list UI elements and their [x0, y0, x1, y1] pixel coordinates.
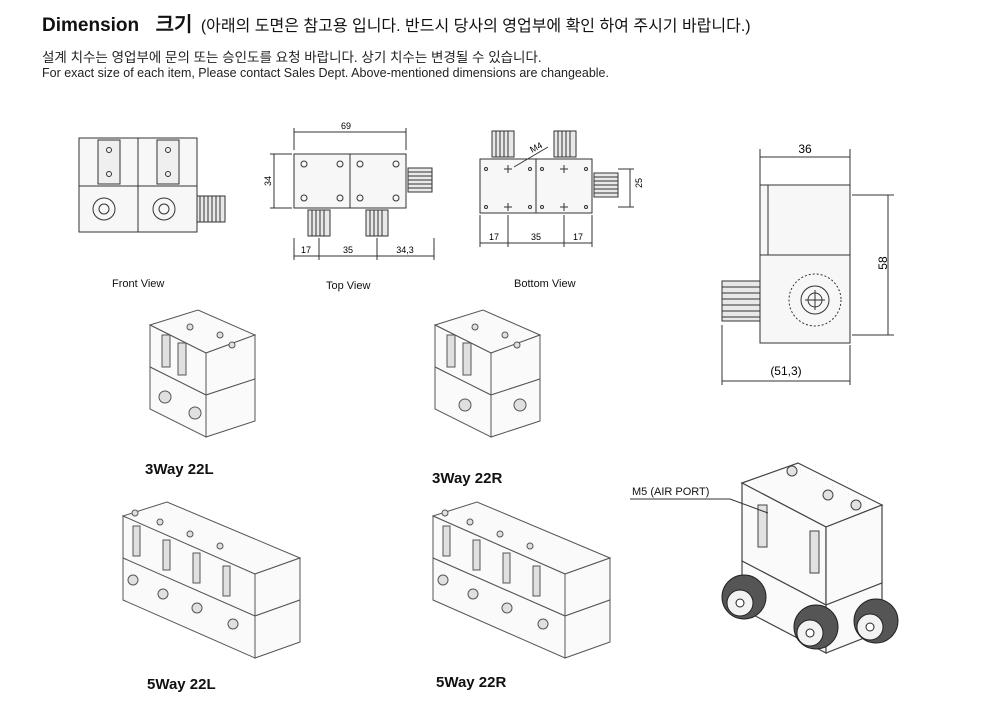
side-view-drawing: 36 58 (51,3) [721, 142, 894, 385]
top-seg3-dim: 34,3 [396, 245, 414, 255]
bottom-seg2-dim: 35 [531, 232, 541, 242]
front-view-label: Front View [112, 278, 165, 290]
model-5way-22l-drawing [121, 501, 302, 659]
isometric-air-port-drawing [630, 462, 899, 654]
bottom-seg1-dim: 17 [489, 232, 499, 242]
bottom-view-drawing: M4 25 17 35 17 [479, 130, 644, 247]
model-3way-22r-drawing [433, 309, 542, 438]
model-3way-22l-drawing [148, 309, 257, 438]
bottom-thread-dim: M4 [528, 140, 544, 155]
top-seg1-dim: 17 [301, 245, 311, 255]
subtitle-english: For exact size of each item, Please cont… [42, 66, 609, 80]
bottom-seg3-dim: 17 [573, 232, 583, 242]
model-5way-22r-label: 5Way 22R [436, 674, 507, 691]
top-height-dim: 34 [263, 176, 273, 186]
side-height-dim: 58 [876, 256, 890, 270]
title-korean: 크기 [155, 14, 193, 36]
title-note: (아래의 도면은 참고용 입니다. 반드시 당사의 영업부에 확인 하여 주시기… [200, 18, 751, 35]
top-view-label: Top View [326, 280, 371, 292]
side-width-dim: 36 [798, 142, 812, 156]
front-view-drawing [78, 137, 226, 233]
title-english: Dimension [42, 15, 140, 36]
model-5way-22r-drawing [431, 501, 612, 659]
bottom-view-label: Bottom View [514, 278, 576, 290]
bottom-height-dim: 25 [634, 178, 644, 188]
model-3way-22l-label: 3Way 22L [145, 461, 214, 478]
top-width-dim: 69 [341, 121, 351, 131]
model-3way-22r-label: 3Way 22R [432, 470, 503, 487]
page-title: Dimension 크기 (아래의 도면은 참고용 입니다. 반드시 당사의 영… [42, 8, 751, 37]
air-port-callout: M5 (AIR PORT) [632, 486, 710, 498]
subtitle-korean: 설계 치수는 영업부에 문의 또는 승인도를 요청 바랍니다. 상기 치수는 변… [42, 50, 542, 65]
top-view-drawing: 69 34 17 35 34,3 [263, 121, 435, 260]
side-total-dim: (51,3) [770, 364, 801, 378]
model-5way-22l-label: 5Way 22L [147, 676, 216, 693]
top-seg2-dim: 35 [343, 245, 353, 255]
